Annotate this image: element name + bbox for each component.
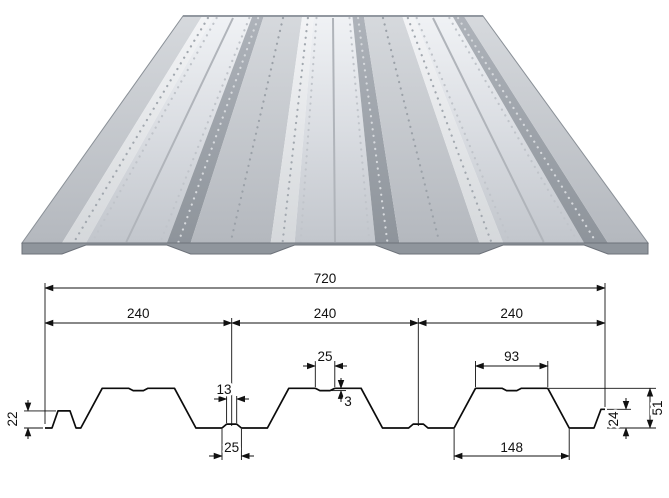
- dim-rib-top-width: 93: [504, 349, 519, 364]
- deck-valley: [190, 16, 303, 243]
- deck-section-profile: [45, 387, 605, 429]
- dim-overall-height: 51: [650, 400, 665, 415]
- deck-sheet: [21, 15, 649, 255]
- dim-module-b: 240: [314, 306, 337, 321]
- deck-valley: [363, 16, 480, 243]
- deck-valley-right: [463, 16, 648, 243]
- dim-valley-stiffener: 25: [224, 440, 239, 455]
- deck-web: [270, 16, 314, 243]
- extension-lines: [24, 283, 656, 460]
- deck-front-face: [21, 242, 649, 255]
- dim-right-edge-height: 24: [606, 411, 621, 427]
- deck-web: [402, 16, 504, 243]
- dim-left-edge-height: 22: [5, 411, 20, 426]
- cross-section-drawing: 720 240 240 240 25 93 13 3 25 148 22 24 …: [3, 269, 668, 460]
- product-3d-view: [21, 15, 649, 255]
- dim-stiffener-depth: 3: [344, 394, 352, 409]
- deck-valley-left: [22, 16, 203, 243]
- deck-web: [62, 16, 214, 243]
- dim-overall-width: 720: [314, 271, 337, 286]
- dim-module-a: 240: [127, 306, 150, 321]
- deck-rib-top: [413, 16, 585, 243]
- dim-top-stiffener-inner: 13: [216, 382, 231, 397]
- dim-top-stiffener-outer: 25: [317, 349, 332, 364]
- deck-rib-top: [294, 16, 376, 243]
- dim-module-c: 240: [500, 306, 523, 321]
- deck-web: [452, 16, 608, 243]
- dim-rib-bottom-width: 148: [500, 440, 523, 455]
- rib-groove-lines: [125, 17, 545, 243]
- embossment-dots: [72, 16, 598, 244]
- dimension-labels: 720 240 240 240 25 93 13 3 25 148 22 24 …: [3, 269, 668, 458]
- deck-web: [352, 16, 400, 243]
- deck-rib-top: [85, 16, 253, 243]
- deck-web: [166, 16, 264, 243]
- dimension-lines: [24, 284, 654, 460]
